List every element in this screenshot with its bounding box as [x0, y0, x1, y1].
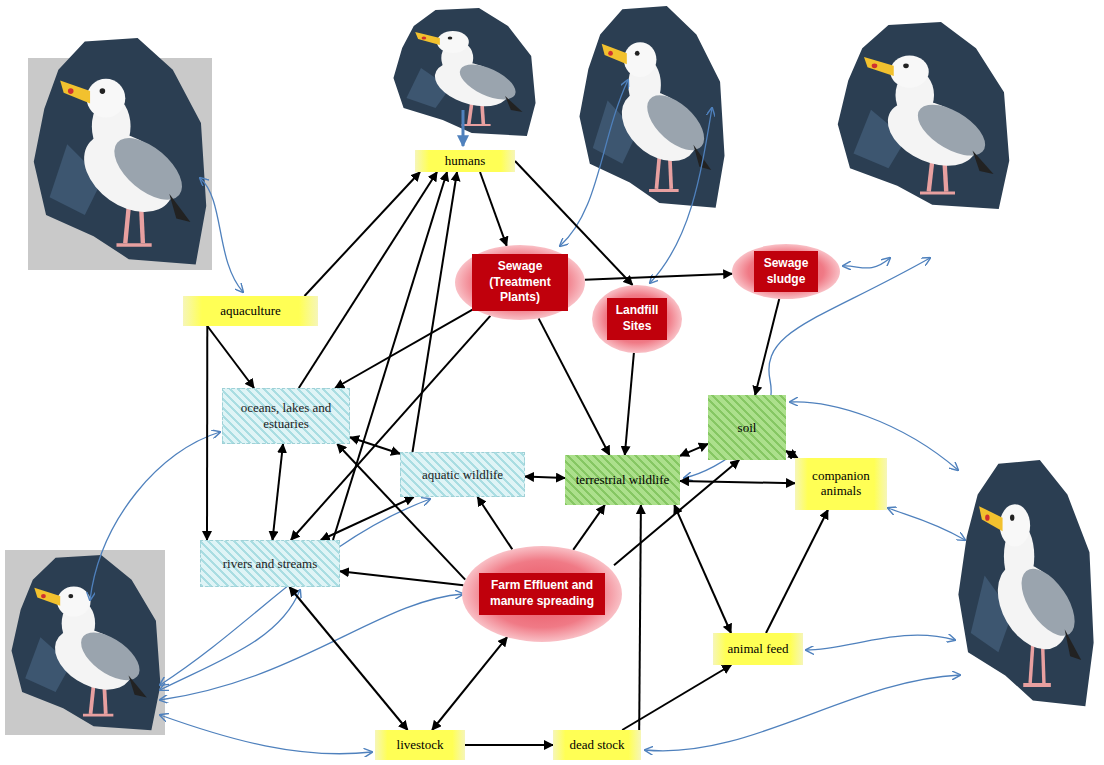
- gull-photo: [12, 555, 161, 730]
- gull-link: [650, 108, 712, 283]
- host-box: aquaculture: [183, 296, 318, 326]
- flow-arrow: [766, 510, 828, 633]
- node-label: oceans, lakes and estuaries: [229, 400, 343, 431]
- node-label: Sewage sludge: [754, 251, 818, 292]
- flow-arrow: [305, 172, 421, 296]
- flow-arrow: [573, 505, 605, 550]
- flow-arrow: [622, 665, 731, 730]
- flow-arrow: [207, 326, 254, 388]
- flow-arrow: [206, 326, 208, 540]
- gull-link: [843, 258, 890, 268]
- gull-link: [160, 590, 300, 690]
- gull-link: [90, 432, 220, 600]
- host-box: dead stock: [553, 730, 641, 760]
- node-label: animal feed: [728, 642, 789, 657]
- flow-arrow: [786, 451, 798, 458]
- source-ellipse: [592, 285, 682, 353]
- flow-arrow: [539, 318, 610, 455]
- flow-arrow: [340, 571, 463, 585]
- source-ellipse: [732, 244, 840, 299]
- source-box: Landfill Sites: [592, 285, 682, 353]
- gull-link: [806, 635, 955, 650]
- flow-arrow: [625, 353, 634, 455]
- node-label: companion animals: [801, 469, 881, 499]
- host-box: animal feed: [713, 633, 803, 665]
- flow-arrow: [585, 274, 732, 280]
- water-box: oceans, lakes and estuaries: [222, 388, 350, 444]
- gull-link: [160, 594, 463, 700]
- flow-arrow: [465, 744, 553, 746]
- flow-arrow: [291, 316, 490, 540]
- gull-link: [160, 499, 430, 685]
- flow-arrow: [639, 505, 641, 730]
- source-box: Sewage (Treatment Plants): [455, 245, 585, 320]
- gull-link: [888, 508, 965, 540]
- gull-link: [160, 715, 372, 754]
- flow-arrow: [299, 172, 437, 388]
- node-label: aquatic wildlife: [422, 467, 503, 483]
- source-ellipse: [462, 546, 622, 642]
- gull-link: [684, 258, 930, 478]
- gull-link: [790, 402, 958, 470]
- flow-arrow: [350, 437, 400, 454]
- gull-link: [200, 178, 243, 292]
- node-label: livestock: [397, 738, 444, 753]
- node-label: Landfill Sites: [607, 298, 667, 339]
- source-box: Sewage sludge: [732, 244, 840, 299]
- flow-arrow: [289, 587, 407, 730]
- flow-arrow: [680, 481, 795, 483]
- gull-photo: [958, 460, 1093, 706]
- photo-ground: [5, 550, 165, 735]
- source-box: Farm Effluent and manure spreading: [462, 546, 622, 642]
- node-label: humans: [445, 154, 485, 169]
- flow-arrow: [333, 172, 447, 540]
- source-ellipse: [732, 244, 840, 299]
- flow-arrow: [755, 299, 779, 395]
- gull-link: [645, 675, 960, 751]
- node-label: rivers and streams: [223, 556, 318, 572]
- flow-arrow: [680, 444, 708, 456]
- host-box: humans: [415, 150, 515, 172]
- node-label: aquaculture: [220, 304, 281, 319]
- flow-arrow: [432, 637, 507, 730]
- flow-arrow: [674, 505, 731, 633]
- source-ellipse: [592, 285, 682, 353]
- gull-photo: [34, 38, 206, 264]
- flow-arrow: [335, 309, 474, 388]
- node-label: Sewage (Treatment Plants): [472, 254, 568, 311]
- source-ellipse: [455, 245, 585, 320]
- flow-arrow: [614, 460, 739, 565]
- land-box: soil: [708, 395, 786, 460]
- water-box: rivers and streams: [200, 540, 340, 587]
- source-ellipse: [462, 546, 622, 642]
- flow-arrow: [273, 444, 284, 540]
- host-box: livestock: [375, 730, 465, 760]
- flow-arrow: [515, 161, 633, 285]
- flow-arrow: [480, 172, 507, 246]
- land-box: terrestrial wildlife: [565, 455, 680, 505]
- flow-arrow: [413, 172, 458, 452]
- gull-link: [560, 80, 628, 246]
- flow-arrow: [525, 477, 565, 478]
- node-label: terrestrial wildlife: [576, 472, 670, 488]
- flow-arrow: [337, 444, 465, 580]
- water-box: aquatic wildlife: [400, 452, 525, 497]
- node-label: Farm Effluent and manure spreading: [479, 573, 605, 614]
- flow-arrow: [321, 497, 414, 540]
- source-ellipse: [455, 245, 585, 320]
- node-label: soil: [738, 420, 757, 436]
- gull-photo: [579, 6, 724, 208]
- gull-photo: [838, 22, 1010, 209]
- host-box: companion animals: [795, 458, 887, 510]
- flow-arrow: [478, 497, 513, 549]
- node-label: dead stock: [569, 738, 624, 753]
- gull-link: [462, 110, 465, 146]
